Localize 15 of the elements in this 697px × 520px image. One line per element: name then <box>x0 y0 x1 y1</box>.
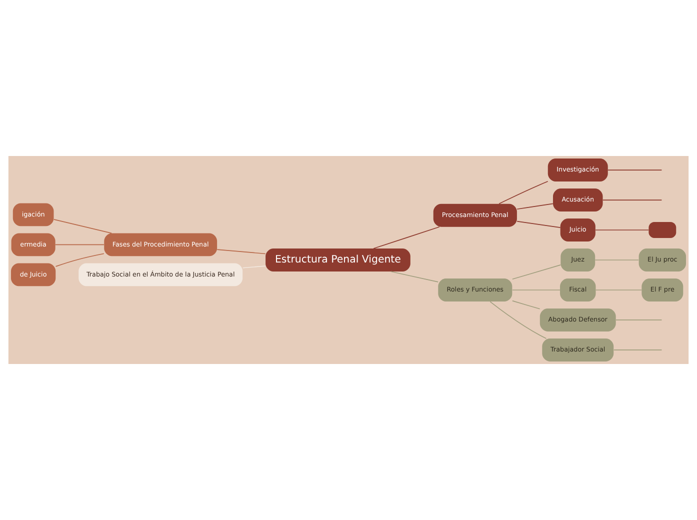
node-box <box>648 222 676 238</box>
connector <box>54 244 104 246</box>
connector <box>516 220 561 228</box>
connector <box>516 203 554 210</box>
connector <box>216 249 266 254</box>
connector <box>512 300 540 310</box>
connector <box>373 226 440 249</box>
connector <box>512 264 561 280</box>
connector <box>55 253 104 267</box>
connector <box>490 301 547 339</box>
connector <box>498 180 548 204</box>
node-box: Estructura Penal Vigente <box>266 248 410 272</box>
connector <box>242 266 266 268</box>
connector <box>54 219 112 234</box>
connector <box>390 271 438 282</box>
